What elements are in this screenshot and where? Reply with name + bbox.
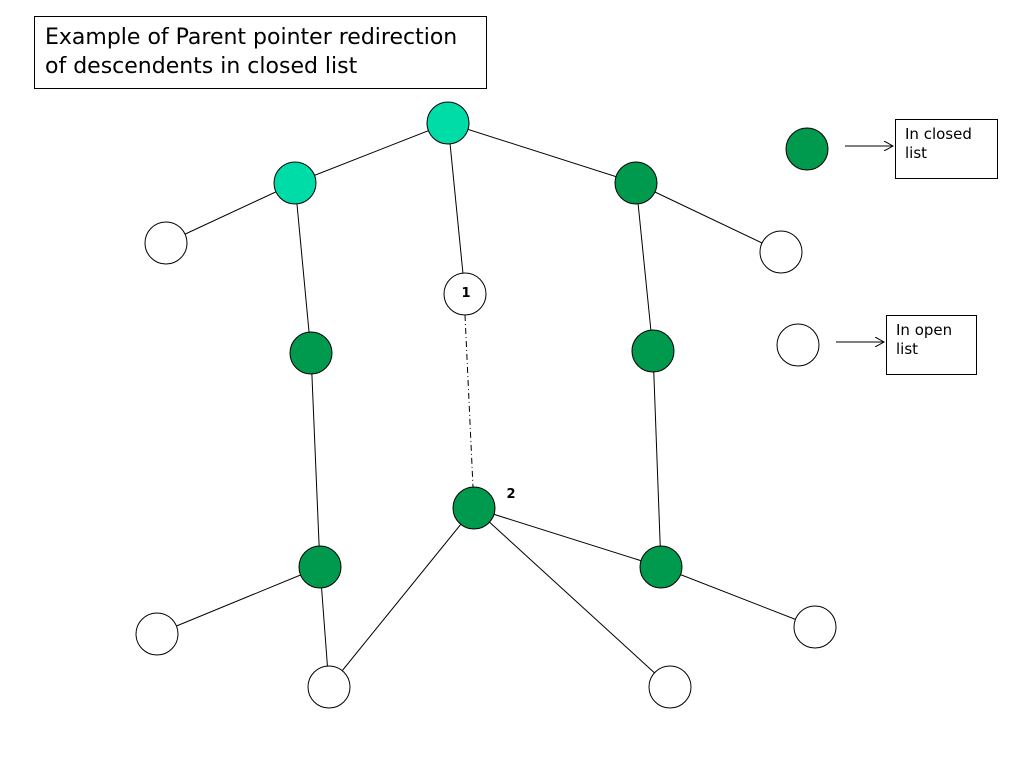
legend-closed-line-2: list (905, 144, 928, 162)
edge-leftmid-leftlow (310, 352, 321, 568)
node-left-start (273, 161, 317, 205)
edge-left-openleft (165, 182, 296, 244)
edge-right-openright (635, 182, 782, 253)
edge-node2-openbottomright (473, 507, 671, 688)
nodes (135, 101, 837, 709)
node-root-start (426, 101, 470, 145)
node-1-open (443, 272, 487, 316)
node-right-open (759, 230, 803, 274)
legend-closed-label: In closed list (895, 119, 998, 179)
edge-node2-openbottomleft (328, 507, 475, 688)
edge-root-node1 (447, 122, 466, 295)
node-rightlow-closed (639, 545, 683, 589)
legend-open-label: In open list (886, 315, 977, 375)
node-bottomcenterleft-open (307, 665, 351, 709)
edge-root-right (447, 122, 637, 184)
node-leftlow-closed (298, 545, 342, 589)
edge-rightlow-openright (660, 566, 816, 628)
diagram-title: Example of Parent pointer redirection of… (34, 16, 487, 89)
legend-open-symbol (776, 323, 820, 367)
node-rightmid-closed (631, 329, 675, 373)
node-bottomright-open (793, 605, 837, 649)
edges (156, 122, 816, 688)
edge-node2-rightlow (473, 507, 662, 568)
node-2-label: 2 (506, 487, 515, 502)
edge-left-down (294, 182, 312, 354)
node-right-closed (614, 161, 658, 205)
node-bottomleft-open (135, 612, 179, 656)
legend-open-line-2: list (896, 340, 919, 358)
node-2-closed (452, 486, 496, 530)
edge-rightmid-rightlow (652, 350, 662, 568)
legend-closed-symbol (785, 127, 829, 171)
node-bottomcenterright-open (648, 665, 692, 709)
edge-dashed-redirect (464, 314, 474, 488)
edge-leftlow-openleft (156, 566, 321, 635)
node-leftmid-closed (289, 331, 333, 375)
legend-open-line-1: In open (896, 321, 953, 339)
node-left-open (144, 221, 188, 265)
edge-right-down (635, 182, 654, 352)
title-line-1: Example of Parent pointer redirection (45, 25, 458, 50)
legend-closed-line-1: In closed (905, 125, 972, 143)
title-line-2: of descendents in closed list (45, 54, 358, 79)
edge-root-left (294, 122, 449, 184)
node-1-label: 1 (461, 286, 470, 301)
